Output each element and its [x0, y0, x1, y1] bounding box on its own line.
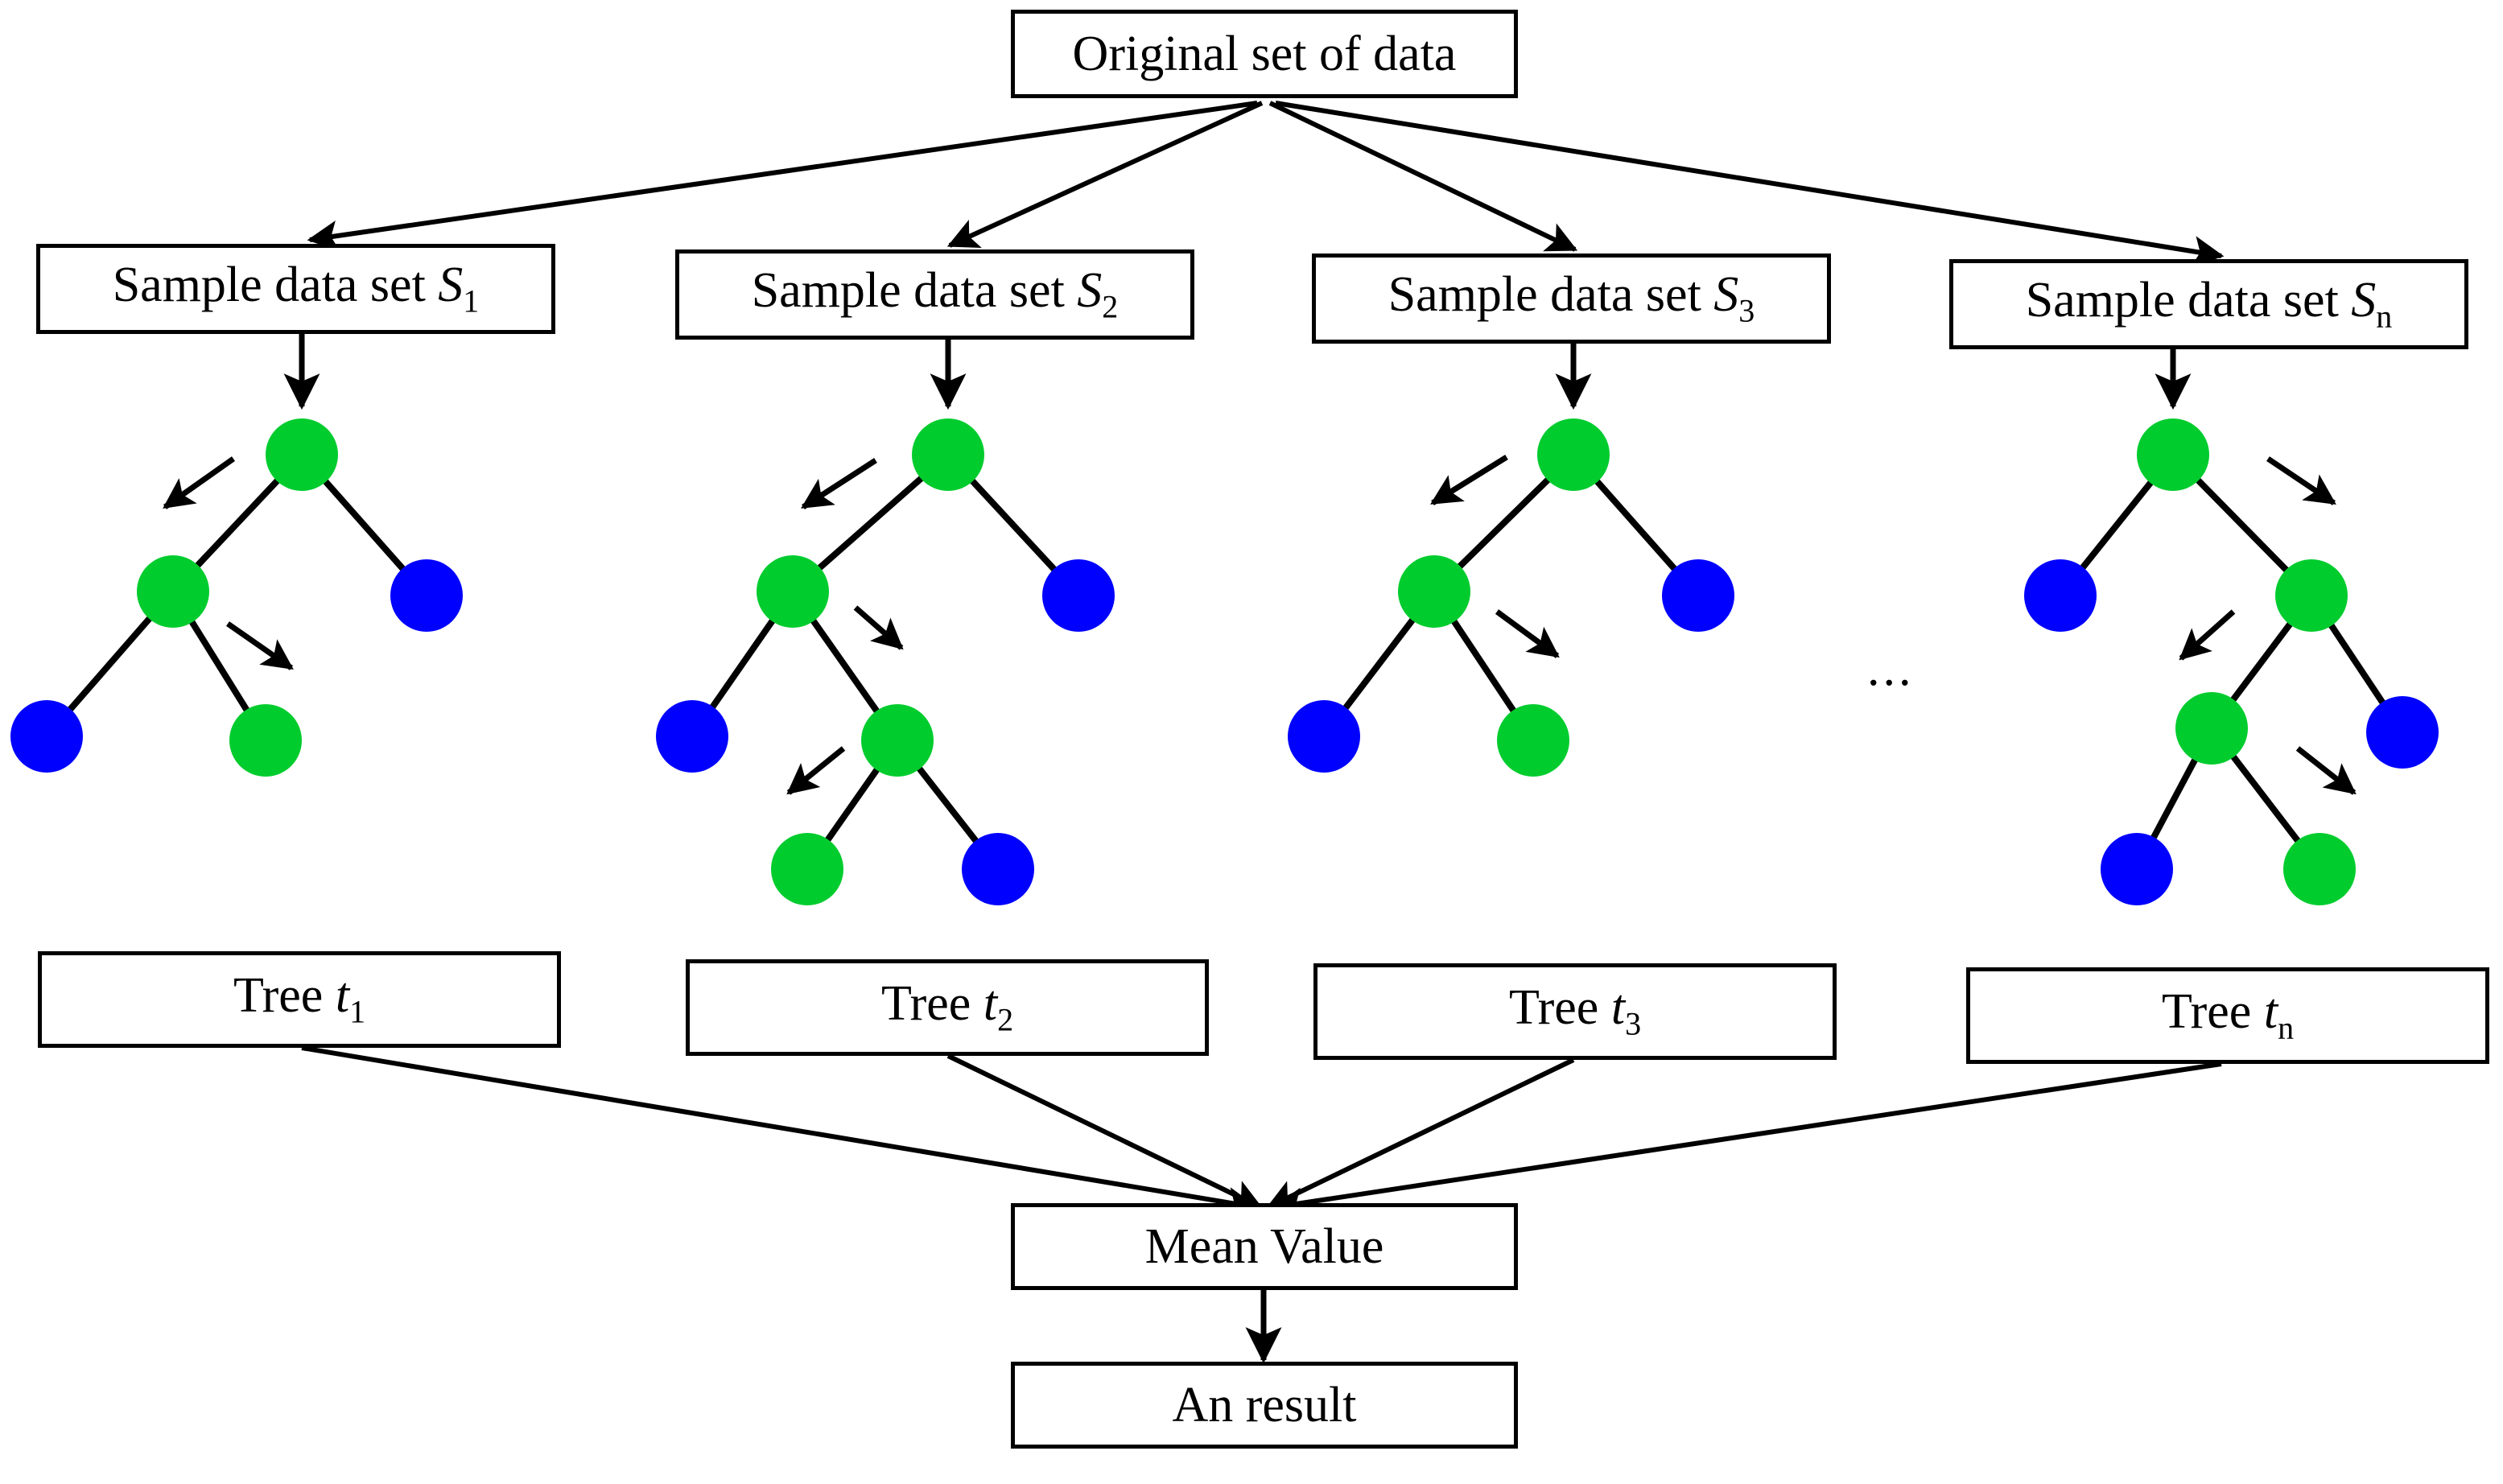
subscript: n — [2376, 298, 2393, 335]
aggregate-arrows — [301, 1045, 2222, 1218]
leaf-node — [1662, 559, 1734, 632]
leaf-node — [962, 833, 1034, 905]
tree-box-3[interactable]: Tree t3 — [1313, 963, 1837, 1060]
ellipsis-between-trees: ... — [1867, 641, 1915, 696]
tree-label-3: Tree t3 — [1508, 980, 1642, 1042]
split-direction-arrow — [2179, 609, 2236, 661]
split-node — [1497, 704, 1569, 777]
math-variable: S — [1077, 263, 1103, 319]
subscript: 2 — [997, 1001, 1014, 1038]
tree-label-2: Tree t2 — [880, 976, 1014, 1038]
arrow-root-to-sample-1 — [307, 101, 1258, 252]
split-direction-arrow — [1495, 609, 1560, 658]
leaf-node — [10, 700, 83, 773]
split-direction-arrow — [226, 621, 294, 670]
subscript: 3 — [1738, 292, 1755, 329]
leaf-node — [2366, 696, 2439, 769]
tree-box-4[interactable]: Tree tn — [1966, 967, 2489, 1064]
arrow-root-to-sample-2 — [946, 101, 1264, 248]
sample-data-set-box-3[interactable]: Sample data set S3 — [1312, 254, 1831, 344]
split-direction-arrow — [853, 605, 904, 650]
leaf-node — [1288, 700, 1360, 773]
split-node — [757, 555, 829, 628]
split-direction-arrow — [786, 746, 846, 795]
sample-data-set-label-2: Sample data set S2 — [751, 263, 1119, 325]
tree-label-4: Tree tn — [2161, 984, 2295, 1046]
split-direction-arrow — [163, 456, 236, 509]
sample-data-set-label-3: Sample data set S3 — [1388, 267, 1755, 329]
split-node — [2175, 692, 2248, 765]
sample-data-set-label-1: Sample data set S1 — [112, 258, 480, 319]
split-node — [912, 418, 984, 491]
sample-data-set-box-4[interactable]: Sample data set Sn — [1949, 259, 2468, 349]
subscript: 2 — [1102, 288, 1119, 325]
sample-to-tree-arrows — [283, 322, 2192, 410]
subscript: 1 — [349, 993, 366, 1030]
split-direction-arrow — [801, 458, 877, 509]
split-node — [1398, 555, 1470, 628]
fanout-arrows — [307, 101, 2225, 267]
split-direction-arrow — [1430, 455, 1508, 505]
tree-edges — [43, 451, 2406, 872]
tree-box-2[interactable]: Tree t2 — [686, 959, 1209, 1056]
arrow-tree-3-to-mean — [1265, 1057, 1575, 1210]
arrow-tree-4-to-mean — [1272, 1061, 2222, 1218]
split-node — [2283, 833, 2356, 905]
leaf-node — [656, 700, 728, 773]
mean-value-box[interactable]: Mean Value — [1011, 1203, 1518, 1290]
math-variable: S — [438, 258, 464, 313]
split-node — [861, 704, 934, 777]
split-node — [771, 833, 843, 905]
split-node — [137, 555, 209, 628]
tree-label-1: Tree t1 — [233, 968, 366, 1030]
split-node — [266, 418, 338, 491]
original-data-label: Original set of data — [1072, 27, 1457, 81]
split-node — [2137, 418, 2209, 491]
split-node — [2275, 559, 2348, 632]
sample-data-set-box-1[interactable]: Sample data set S1 — [36, 244, 555, 334]
sample-data-set-box-2[interactable]: Sample data set S2 — [675, 249, 1194, 340]
arrow-tree-2-to-mean — [946, 1053, 1264, 1210]
arrow-root-to-sample-4 — [1275, 101, 2225, 267]
tree-box-1[interactable]: Tree t1 — [38, 951, 561, 1048]
subscript: n — [2278, 1009, 2295, 1046]
math-variable: t — [335, 968, 350, 1024]
leaf-node — [1042, 559, 1115, 632]
mean-value-label: Mean Value — [1144, 1219, 1384, 1274]
original-data-box[interactable]: Original set of data — [1011, 10, 1518, 98]
split-node — [1537, 418, 1610, 491]
split-direction-arrow — [2295, 746, 2357, 795]
arrow-tree-1-to-mean — [301, 1045, 1259, 1218]
split-direction-arrow — [2266, 456, 2336, 505]
leaf-node — [390, 559, 463, 632]
subscript: 3 — [1625, 1005, 1642, 1042]
sample-data-set-label-4: Sample data set Sn — [2025, 273, 2393, 335]
math-variable: S — [2351, 273, 2377, 328]
subscript: 1 — [463, 282, 480, 319]
leaf-node — [2101, 833, 2173, 905]
result-box[interactable]: An result — [1011, 1362, 1518, 1449]
math-variable: t — [983, 976, 998, 1032]
arrow-root-to-sample-3 — [1268, 101, 1578, 252]
leaf-node — [2024, 559, 2097, 632]
math-variable: S — [1713, 267, 1739, 323]
split-node — [229, 704, 302, 777]
math-variable: t — [2263, 984, 2278, 1040]
math-variable: t — [1610, 980, 1626, 1036]
result-label: An result — [1172, 1378, 1357, 1432]
